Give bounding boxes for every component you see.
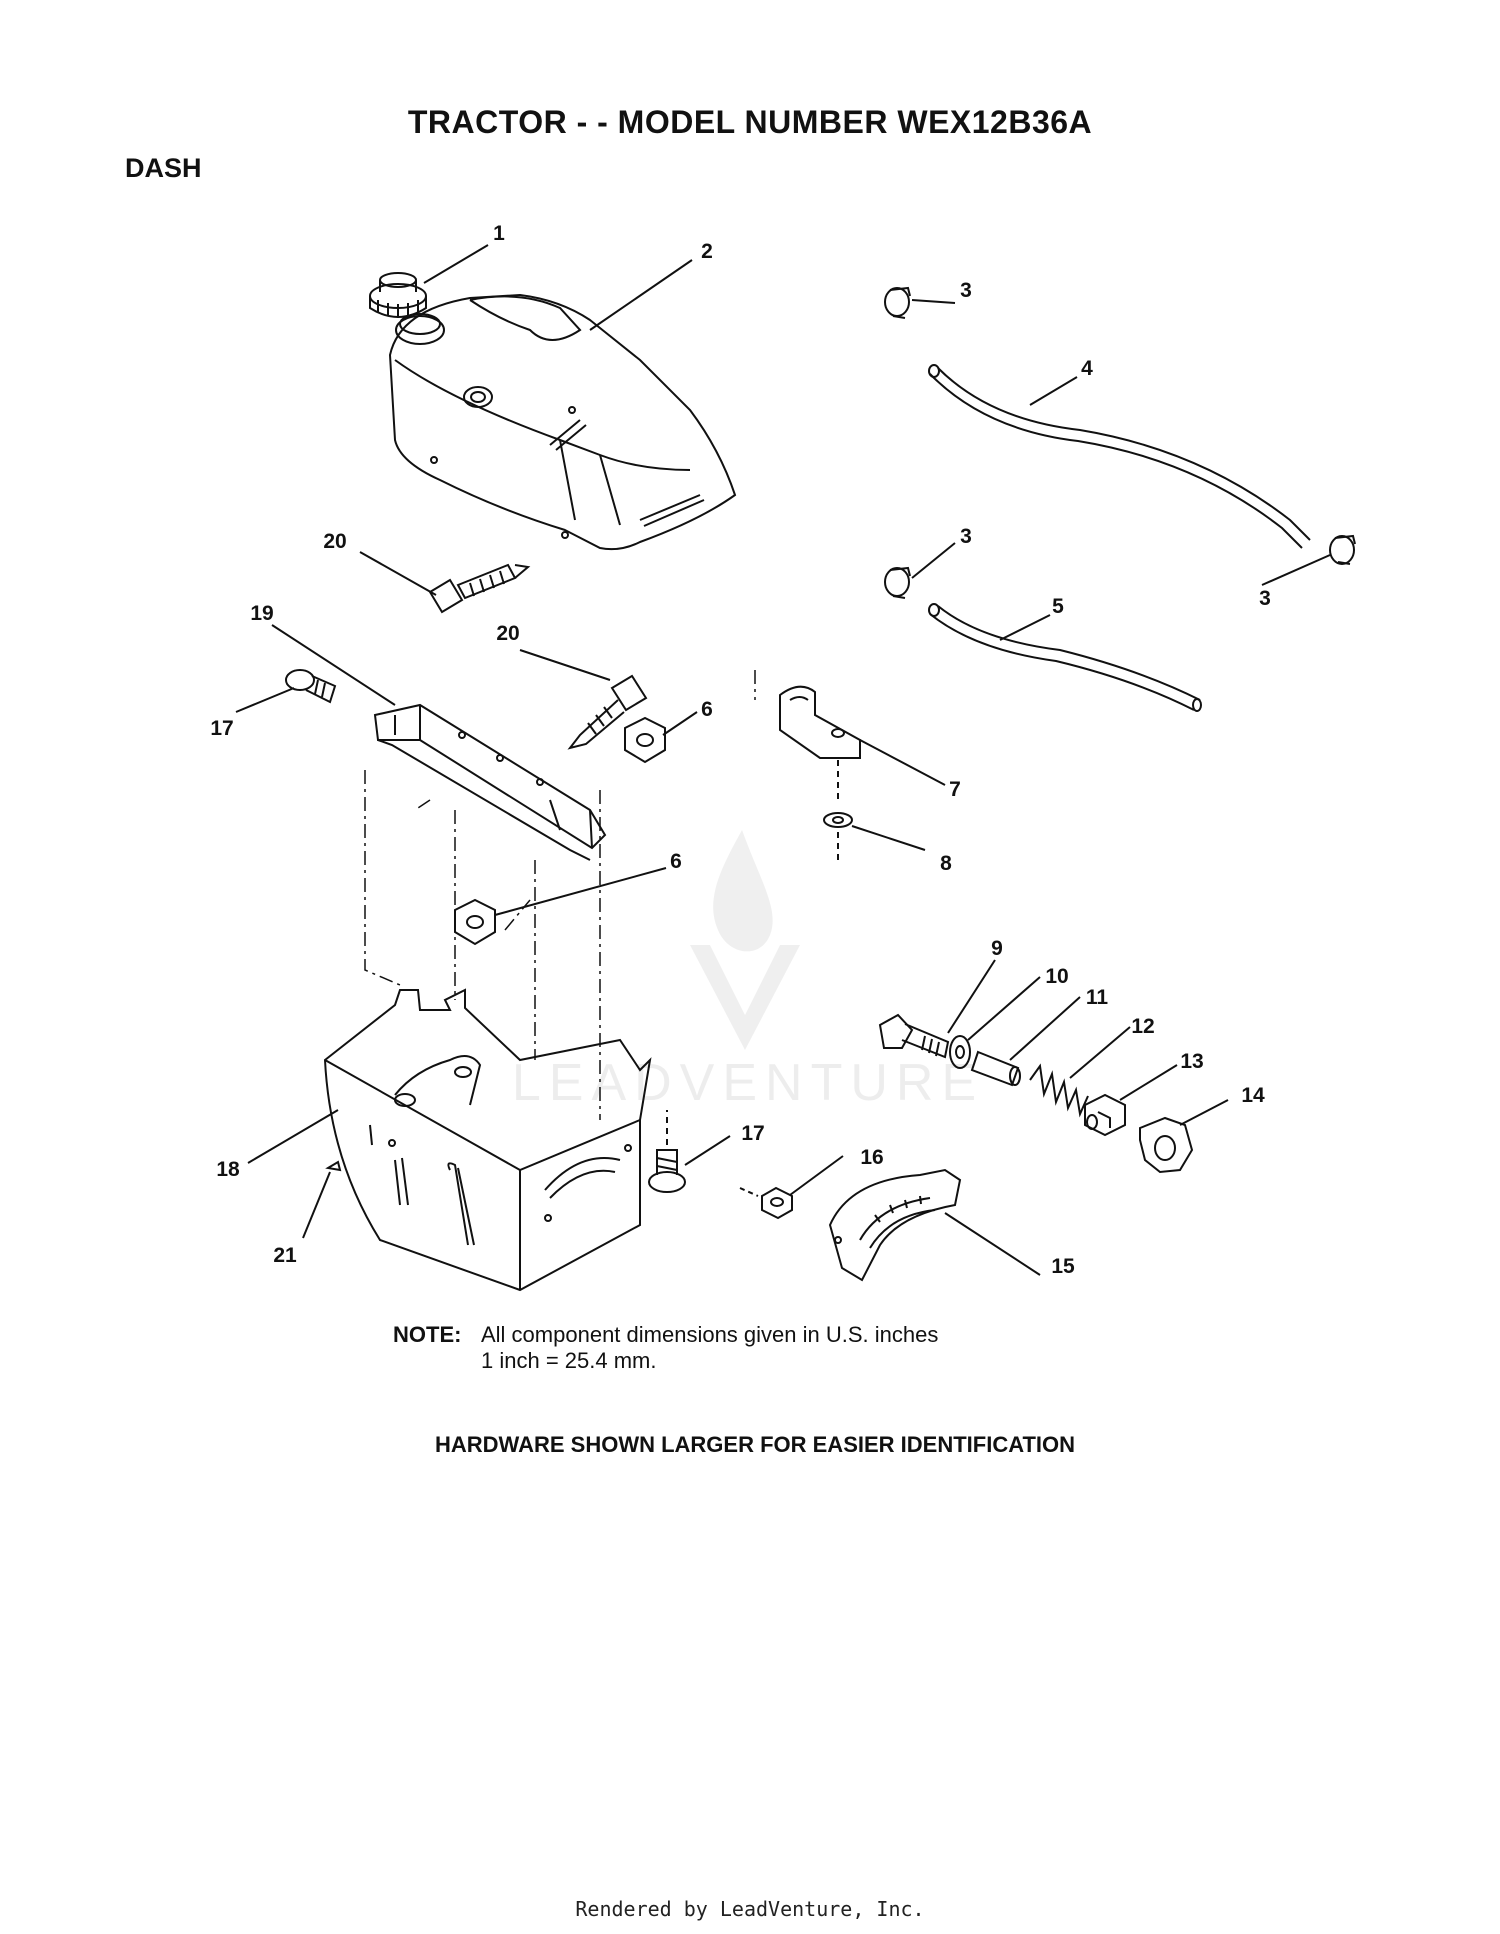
callout-19: 19 bbox=[250, 602, 273, 625]
callout-6: 6 bbox=[701, 698, 713, 721]
callout-18: 18 bbox=[216, 1158, 240, 1181]
part-10-washer bbox=[949, 1035, 971, 1069]
callout-14: 14 bbox=[1241, 1084, 1265, 1107]
callout-6: 6 bbox=[670, 850, 682, 873]
part-19-support-bracket bbox=[373, 703, 607, 861]
callout-20: 20 bbox=[323, 530, 346, 553]
part-13-guide-block bbox=[1084, 1093, 1126, 1137]
leader-lines bbox=[235, 244, 1331, 1276]
note-label: NOTE: bbox=[393, 1322, 462, 1347]
callout-3: 3 bbox=[960, 279, 972, 302]
part-20-screw-upper bbox=[428, 563, 531, 614]
part-11-spacer bbox=[970, 1050, 1021, 1087]
part-3-hose-clamp-middle bbox=[884, 566, 911, 599]
alignment-lines bbox=[364, 670, 756, 1120]
callout-15: 15 bbox=[1051, 1255, 1075, 1278]
part-6-nut-lower bbox=[454, 898, 496, 946]
part-2-dash-cover bbox=[388, 293, 737, 551]
part-12-spring bbox=[1029, 1063, 1089, 1118]
callout-13: 13 bbox=[1180, 1050, 1203, 1073]
part-8-washer bbox=[823, 812, 853, 860]
callout-7: 7 bbox=[949, 778, 961, 801]
dimension-note: NOTE: All component dimensions given in U… bbox=[393, 1322, 938, 1374]
watermark-flame-icon bbox=[713, 830, 773, 952]
callout-17: 17 bbox=[741, 1122, 764, 1145]
callout-3: 3 bbox=[960, 525, 972, 548]
part-17-bolt-left bbox=[285, 669, 337, 704]
part-20-screw-lower bbox=[567, 674, 648, 750]
callout-8: 8 bbox=[940, 852, 952, 875]
part-17-bolt-bottom bbox=[648, 1110, 686, 1193]
part-14-lever-knob bbox=[1139, 1116, 1194, 1174]
page-title: TRACTOR - - MODEL NUMBER WEX12B36A bbox=[407, 104, 1093, 140]
callout-labels: 1 2 3 4 3 3 5 20 20 19 17 6 7 8 6 9 10 1… bbox=[210, 222, 1271, 1278]
callout-17: 17 bbox=[210, 717, 233, 740]
callout-4: 4 bbox=[1081, 357, 1093, 380]
callout-21: 21 bbox=[273, 1244, 297, 1267]
part-21-pin bbox=[325, 1160, 342, 1172]
callout-9: 9 bbox=[991, 937, 1003, 960]
callout-12: 12 bbox=[1131, 1015, 1154, 1038]
callout-16: 16 bbox=[860, 1146, 883, 1169]
part-18-dash-panel bbox=[323, 988, 652, 1292]
callout-5: 5 bbox=[1052, 595, 1064, 618]
part-1-fuel-cap bbox=[369, 272, 427, 318]
watermark-text: LEADVENTURE bbox=[512, 1054, 984, 1112]
watermark: LEADVENTURE bbox=[512, 830, 984, 1112]
section-heading: DASH bbox=[125, 153, 202, 183]
part-3-hose-clamp-right bbox=[1329, 534, 1356, 565]
watermark-v-icon bbox=[690, 945, 800, 1050]
part-15-throttle-plate bbox=[828, 1168, 962, 1282]
callout-20: 20 bbox=[496, 622, 519, 645]
part-9-bolt bbox=[878, 1013, 950, 1059]
part-6-nut-upper bbox=[624, 716, 666, 764]
part-3-hose-clamp-top bbox=[884, 286, 911, 319]
callout-11: 11 bbox=[1086, 986, 1109, 1009]
hardware-note: HARDWARE SHOWN LARGER FOR EASIER IDENTIF… bbox=[434, 1432, 1076, 1457]
part-16-nut bbox=[739, 1186, 793, 1220]
callout-1: 1 bbox=[493, 222, 505, 245]
callout-10: 10 bbox=[1045, 965, 1068, 988]
note-line-2: 1 inch = 25.4 mm. bbox=[481, 1348, 657, 1373]
part-5-fuel-hose bbox=[928, 603, 1202, 712]
footer-credit: Rendered by LeadVenture, Inc. bbox=[575, 1897, 925, 1921]
note-line-1: All component dimensions given in U.S. i… bbox=[481, 1322, 939, 1347]
callout-3: 3 bbox=[1259, 587, 1271, 610]
callout-2: 2 bbox=[701, 240, 713, 263]
part-7-clamp-bracket bbox=[779, 685, 861, 800]
part-4-fuel-hose bbox=[928, 364, 1311, 549]
